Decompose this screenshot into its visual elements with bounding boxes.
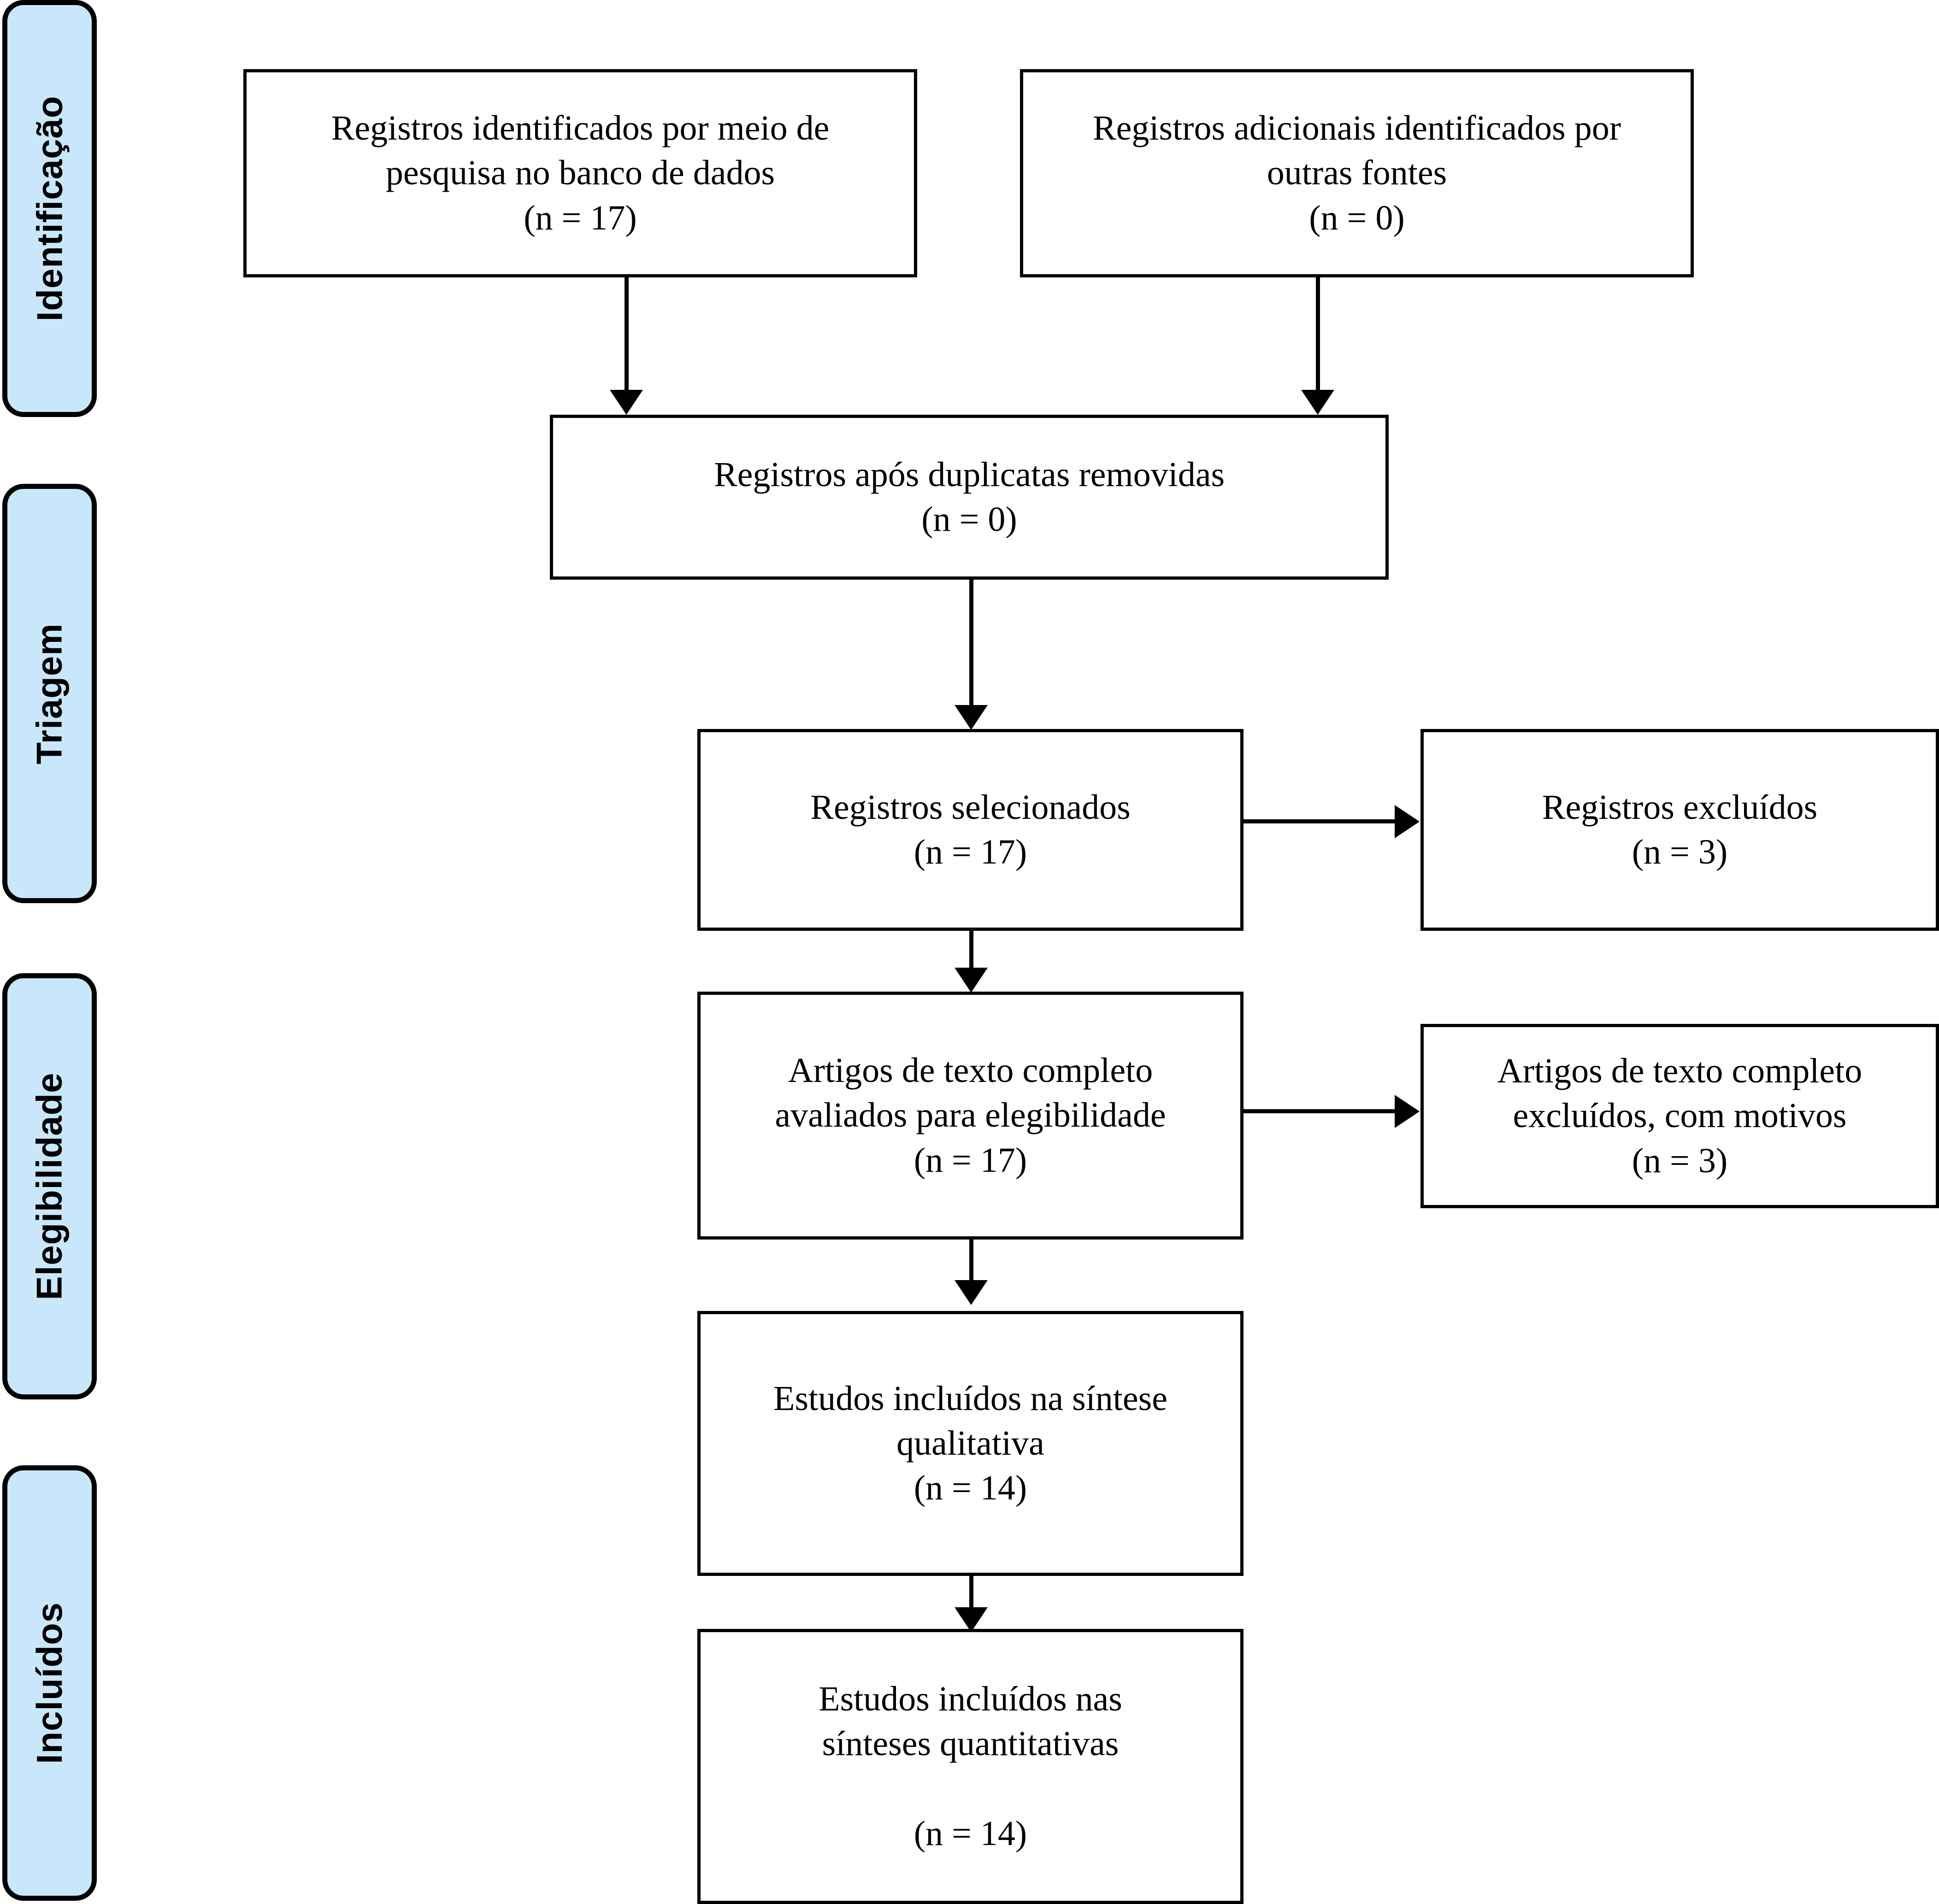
box-quantitative-synthesis: Estudos incluídos nas sínteses quantitat…: [697, 1629, 1244, 1904]
stage-label-elegibilidade-text: Elegibilidade: [29, 1072, 70, 1300]
connector-db-to-duplicates-arrow: [610, 390, 643, 415]
stage-label-elegibilidade: Elegibilidade: [2, 973, 97, 1399]
box-screened-records-text: Registros selecionados (n = 17): [810, 787, 1131, 871]
connector-screened-to-excluded-arrow: [1395, 805, 1420, 838]
box-fulltext-assessed-text: Artigos de texto completo avaliados para…: [775, 1051, 1166, 1180]
connector-screened-to-fulltext-line: [969, 931, 973, 975]
stage-label-triagem-text: Triagem: [29, 623, 70, 764]
box-after-duplicates: Registros após duplicatas removidas (n =…: [550, 415, 1389, 580]
connector-duplicates-to-screened-line: [969, 580, 973, 707]
box-fulltext-excluded: Artigos de texto completo excluídos, com…: [1420, 1024, 1939, 1208]
box-qualitative-synthesis: Estudos incluídos na síntese qualitativa…: [697, 1311, 1244, 1576]
stage-label-identificacao: Identificação: [2, 0, 97, 417]
box-fulltext-excluded-text: Artigos de texto completo excluídos, com…: [1497, 1052, 1862, 1180]
box-database-records: Registros identificados por meio de pesq…: [243, 69, 917, 277]
box-screened-records: Registros selecionados (n = 17): [697, 729, 1244, 931]
connector-duplicates-to-screened-arrow: [955, 705, 988, 730]
connector-screened-to-fulltext-arrow: [955, 968, 988, 993]
connector-fulltext-to-excluded-arrow: [1395, 1095, 1420, 1128]
connector-screened-to-excluded-line: [1244, 819, 1396, 823]
box-qualitative-synthesis-text: Estudos incluídos na síntese qualitativa…: [773, 1379, 1167, 1508]
box-after-duplicates-text: Registros após duplicatas removidas (n =…: [713, 455, 1225, 539]
box-database-records-text: Registros identificados por meio de pesq…: [331, 109, 830, 237]
connector-fulltext-to-qualitative-line: [969, 1240, 973, 1286]
stage-label-triagem: Triagem: [2, 484, 97, 903]
box-excluded-records-text: Registros excluídos (n = 3): [1542, 787, 1818, 871]
connector-qualitative-to-quantitative-line: [969, 1576, 973, 1613]
box-quantitative-synthesis-text: Estudos incluídos nas sínteses quantitat…: [819, 1679, 1122, 1853]
connector-fulltext-to-qualitative-arrow: [955, 1280, 988, 1305]
connector-db-to-duplicates-line: [625, 277, 629, 392]
stage-label-incluidos: Incluídos: [2, 1465, 97, 1901]
connector-other-to-duplicates-line: [1316, 277, 1320, 392]
box-excluded-records: Registros excluídos (n = 3): [1420, 729, 1939, 931]
stage-label-identificacao-text: Identificação: [29, 95, 70, 322]
stage-label-incluidos-text: Incluídos: [29, 1602, 70, 1764]
connector-other-to-duplicates-arrow: [1301, 390, 1334, 415]
connector-qualitative-to-quantitative-arrow: [955, 1607, 988, 1632]
box-fulltext-assessed: Artigos de texto completo avaliados para…: [697, 992, 1244, 1240]
connector-fulltext-to-excluded-line: [1244, 1109, 1396, 1113]
box-other-source-records: Registros adicionais identificados por o…: [1020, 69, 1694, 277]
box-other-source-records-text: Registros adicionais identificados por o…: [1092, 109, 1621, 237]
